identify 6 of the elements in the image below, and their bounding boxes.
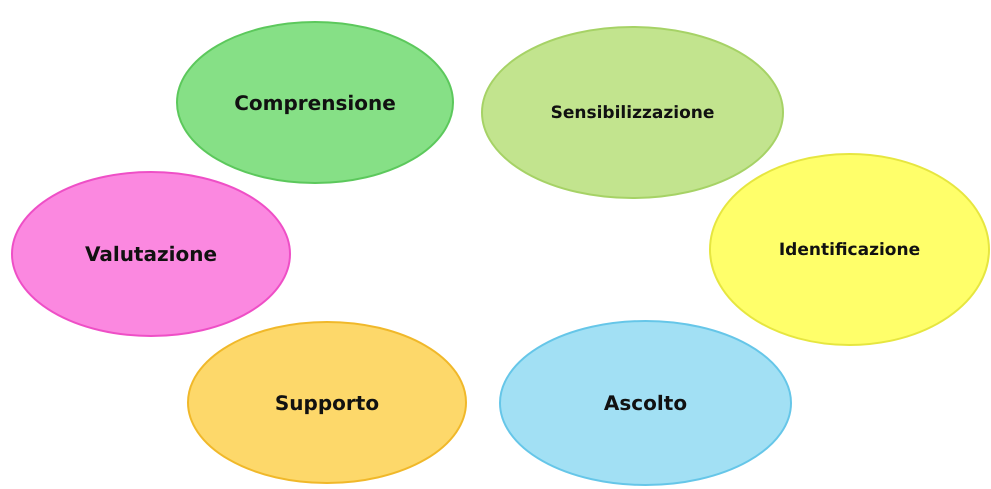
node-label: Ascolto — [604, 391, 688, 415]
node-label: Sensibilizzazione — [550, 102, 714, 122]
node-label: Comprensione — [234, 90, 396, 114]
node-label: Supporto — [274, 390, 380, 414]
node-label: Identificazione — [778, 240, 920, 260]
node-label: Valutazione — [84, 242, 218, 266]
